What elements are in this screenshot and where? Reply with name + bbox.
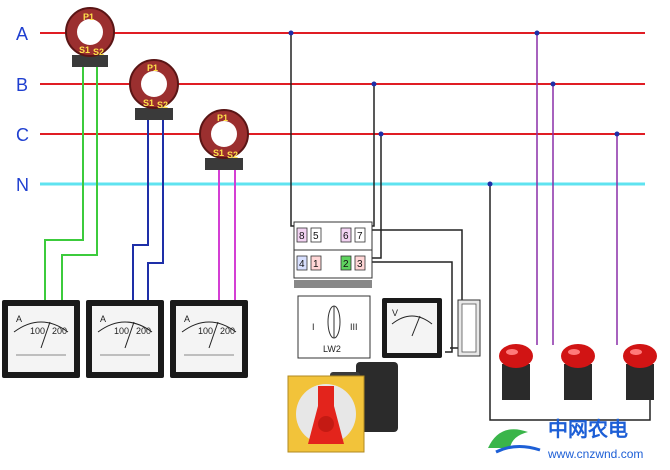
current-transformer-a: P1 S1 S2 [65,7,115,67]
ct-c-s2-label: S2 [227,150,238,160]
voltmeter: V [382,298,442,358]
ammeter-a-high: 200 [52,326,67,336]
ammeter-b-low: 100 [114,326,129,336]
ct-b-wire-s1 [132,118,149,302]
ct-a-wire-s1 [44,65,84,302]
indicator-lamp-c [623,344,657,400]
junction-dots [288,30,620,187]
ammeter-c-high: 200 [220,326,235,336]
contact-6: 6 [343,231,349,242]
ct-c-s1-label: S1 [213,148,224,158]
voltmeter-switch-wire-a [290,33,297,227]
ct-a-s2-label: S2 [93,47,104,57]
ct-a-wire-s2 [61,65,98,302]
ct-b-p1-label: P1 [147,63,158,73]
ammeter-c: A 100 200 [170,300,248,378]
switch-position-i: I [312,322,315,332]
phase-label-c: C [16,125,29,145]
indicator-lamp-a [499,344,533,400]
switch-to-voltmeter-wire-1 [370,229,463,349]
ammeter-a: A 100 200 [2,300,80,378]
contact-2: 2 [343,259,349,270]
voltmeter-unit: V [392,308,398,318]
contact-8: 8 [299,231,305,242]
ct-a-p1-label: P1 [83,12,94,22]
site-watermark: 中网农电 www.cnzwnd.com [488,417,643,461]
rotary-selector-switch [287,362,398,453]
phase-label-n: N [16,175,29,195]
watermark-url: www.cnzwnd.com [547,447,643,461]
ammeter-a-low: 100 [30,326,45,336]
switch-position-iii: III [350,322,358,332]
ammeter-b: A 100 200 [86,300,164,378]
ammeter-b-high: 200 [136,326,151,336]
ct-b-s2-label: S2 [157,100,168,110]
ammeter-b-unit: A [100,314,106,324]
current-transformer-c: P1 S1 S2 [199,109,249,170]
lw2-switch-face: I III LW2 [297,295,371,359]
switch-to-voltmeter-wire-2 [370,261,453,353]
voltmeter-switch-wire-b [370,84,375,227]
voltmeter-switch-wire-c [370,134,382,259]
contact-3: 3 [357,259,363,270]
contact-4: 4 [299,259,305,270]
ct-b-s1-label: S1 [143,98,154,108]
lamp-neutral-wire [489,184,651,421]
watermark-brand: 中网农电 [548,417,628,441]
selector-switch-contacts: 8 5 6 7 4 1 2 3 [293,221,373,288]
ammeter-a-unit: A [16,314,22,324]
phase-label-b: B [16,75,28,95]
ct-b-wire-s2 [147,118,164,302]
contact-5: 5 [313,231,319,242]
ammeter-c-low: 100 [198,326,213,336]
switch-model-label: LW2 [323,344,341,354]
ct-c-p1-label: P1 [217,113,228,123]
phase-label-a: A [16,24,28,44]
ct-a-s1-label: S1 [79,45,90,55]
side-fuse-holder [457,299,481,357]
current-transformer-b: P1 S1 S2 [129,59,179,120]
contact-1: 1 [313,259,319,270]
ammeter-c-unit: A [184,314,190,324]
indicator-lamp-b [561,344,595,400]
contact-7: 7 [357,231,363,242]
